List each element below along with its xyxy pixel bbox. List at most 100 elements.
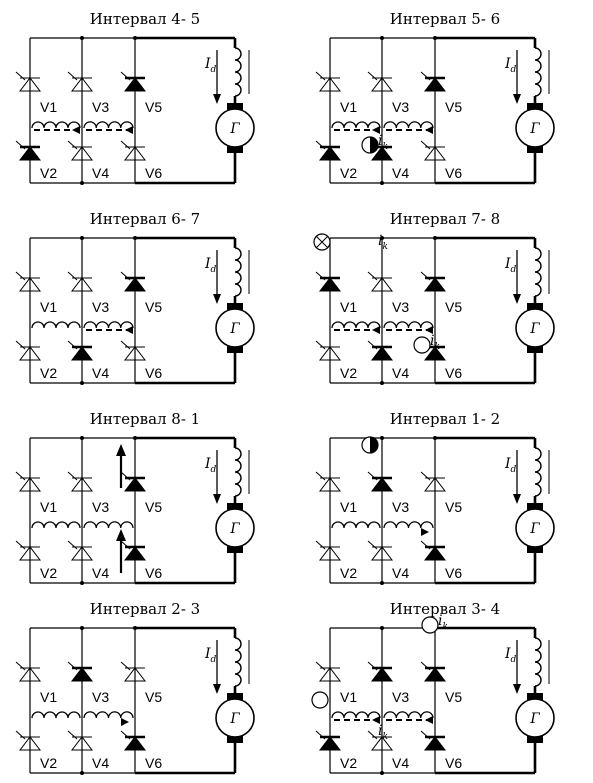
diode-off-symbol: [70, 277, 94, 292]
label-main: I: [504, 456, 511, 472]
thyristor-V2: [15, 340, 42, 361]
label-V5: V5: [445, 299, 462, 315]
junction: [433, 236, 437, 240]
thyristor-V4: [367, 730, 394, 751]
gate-lead: [15, 471, 26, 481]
half-filled-circle-icon: [361, 436, 379, 454]
dc-load: Г: [515, 238, 555, 383]
label-V5: V5: [145, 299, 162, 315]
generator-label: Г: [229, 121, 240, 137]
brush-bottom: [527, 736, 543, 743]
smoothing-inductor: [534, 637, 542, 687]
generator-label: Г: [229, 521, 240, 537]
junction: [380, 381, 384, 385]
gate-lead: [367, 730, 378, 740]
gate-lead: [120, 730, 131, 740]
label-V1: V1: [340, 299, 357, 315]
dc-load: Г: [215, 38, 255, 183]
label-V2: V2: [340, 565, 357, 581]
gate-lead: [420, 471, 431, 481]
diode-off-symbol: [318, 77, 342, 92]
thyristor-V6: [120, 540, 147, 561]
coil-winding: [31, 121, 81, 129]
junction: [380, 581, 384, 585]
current-Id-label: Id: [504, 646, 517, 665]
label-main: I: [204, 56, 211, 72]
gate-lead: [315, 471, 326, 481]
gate-lead: [315, 71, 326, 81]
brush-top: [227, 693, 243, 700]
thyristor-V3: [367, 471, 394, 492]
gate-lead: [67, 540, 78, 550]
diode-off-symbol: [370, 546, 394, 561]
label-V6: V6: [145, 165, 162, 181]
current-arrow-head: [213, 294, 221, 304]
gate-lead: [367, 340, 378, 350]
label-V5: V5: [445, 689, 462, 705]
diode-off-symbol: [423, 477, 447, 492]
diode-on-symbol: [318, 277, 342, 292]
half-fill: [370, 437, 378, 453]
diode-off-symbol: [18, 277, 42, 292]
label-V4: V4: [92, 165, 109, 181]
current-arrow-head: [213, 684, 221, 694]
coil-winding: [31, 321, 81, 329]
thyristor-V2: [15, 140, 42, 161]
thyristor-V2: [15, 540, 42, 561]
commutation-arrow-23: [386, 716, 433, 724]
diode-off-symbol: [423, 146, 447, 161]
phase-coil-a: [331, 121, 381, 129]
panel-title: Интервал 8- 1: [90, 410, 200, 428]
diode-on-symbol: [318, 736, 342, 751]
arrow-head: [372, 716, 380, 724]
label-V5: V5: [145, 689, 162, 705]
thyristor-V4: [67, 340, 94, 361]
thyristor-V3: [67, 271, 94, 292]
commutation-current-label: ik: [430, 333, 440, 352]
diode-off-symbol: [18, 736, 42, 751]
thyristor-V6: [420, 140, 447, 161]
label-V4: V4: [392, 755, 409, 771]
label-V4: V4: [392, 365, 409, 381]
label-V1: V1: [340, 689, 357, 705]
junction: [380, 771, 384, 775]
gate-lead: [120, 471, 131, 481]
gate-lead: [15, 71, 26, 81]
diode-off-symbol: [370, 736, 394, 751]
brush-top: [527, 503, 543, 510]
phase-coil-b: [83, 321, 134, 329]
generator-label: Г: [529, 321, 540, 337]
gate-lead: [120, 661, 131, 671]
smoothing-inductor: [234, 637, 242, 687]
coil-winding: [383, 521, 434, 529]
thyristor-V3: [67, 661, 94, 682]
diode-on-symbol: [423, 546, 447, 561]
arrow-head: [425, 716, 433, 724]
generator-label: Г: [229, 321, 240, 337]
diode-off-symbol: [318, 546, 342, 561]
brush-bottom: [227, 546, 243, 553]
diode-off-symbol: [18, 346, 42, 361]
brush-bottom: [527, 546, 543, 553]
diode-on-symbol: [370, 146, 394, 161]
label-V2: V2: [40, 165, 57, 181]
label-sub: d: [211, 655, 217, 665]
panel-title: Интервал 3- 4: [390, 600, 500, 618]
commutation-arrow-23: [386, 126, 433, 134]
thyristor-V2: [315, 340, 342, 361]
diode-off-symbol: [370, 277, 394, 292]
gate-lead: [120, 71, 131, 81]
thyristor-V4: [67, 140, 94, 161]
brush-bottom: [227, 146, 243, 153]
gate-lead: [315, 730, 326, 740]
current-Id-label: Id: [504, 456, 517, 475]
dc-load: Г: [215, 438, 255, 583]
label-sub: k: [382, 142, 387, 152]
label-V3: V3: [392, 689, 409, 705]
label-V5: V5: [445, 99, 462, 115]
coil-winding: [383, 321, 434, 329]
thyristor-V6: [120, 340, 147, 361]
phase-coil-a: [31, 121, 81, 129]
